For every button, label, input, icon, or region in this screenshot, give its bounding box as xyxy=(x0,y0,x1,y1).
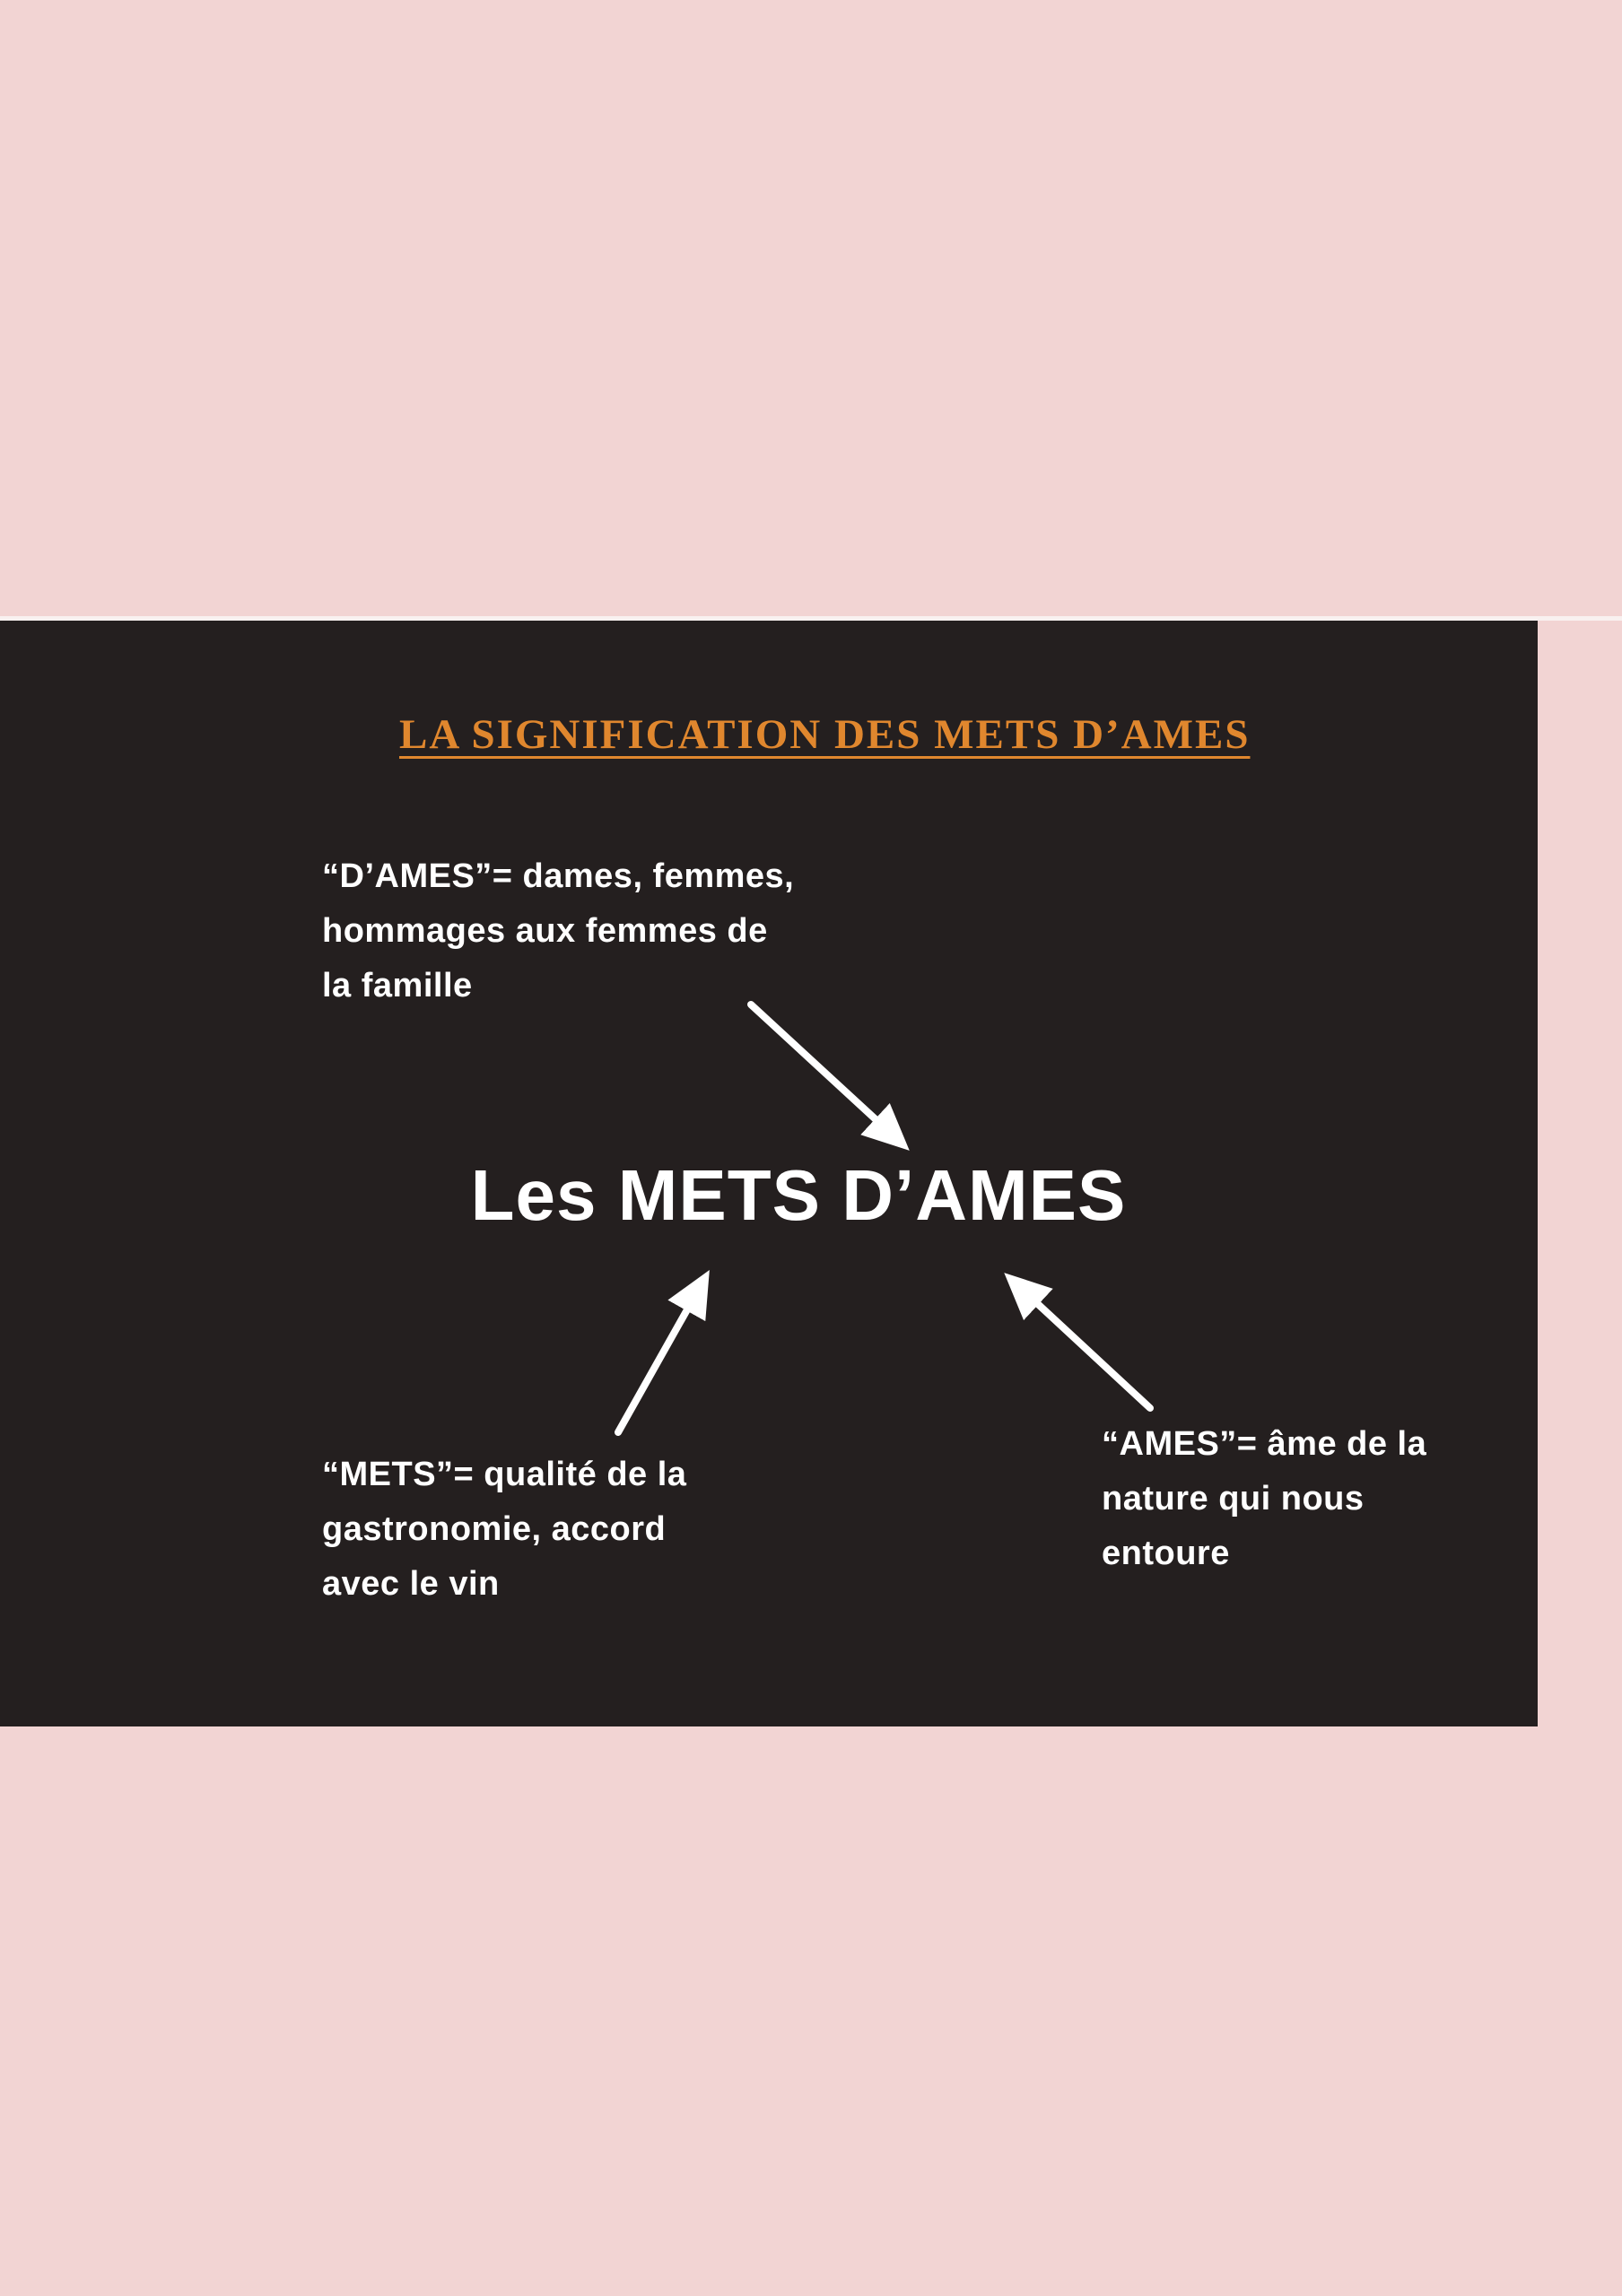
arrow-dames-to-title xyxy=(747,1001,910,1151)
annotation-dames: “D’AMES”= dames, femmes, hommages aux fe… xyxy=(322,857,795,1004)
arrow-mets-to-title xyxy=(615,1270,710,1436)
arrow-ames-to-title xyxy=(1004,1273,1154,1412)
dark-slide-panel: LA SIGNIFICATION DES METS D’AMES “D’AMES… xyxy=(0,621,1538,1726)
arrows-layer xyxy=(615,1001,1154,1436)
annotation-mets: “METS”= qualité de la gastronomie, accor… xyxy=(322,1456,687,1603)
center-title: Les METS D’AMES xyxy=(470,1155,1127,1235)
annotation-ames: “AMES”= âme de la nature qui nous entour… xyxy=(1102,1425,1427,1572)
slide-title: LA SIGNIFICATION DES METS D’AMES xyxy=(399,711,1251,758)
slide-separator-line xyxy=(0,616,1622,621)
